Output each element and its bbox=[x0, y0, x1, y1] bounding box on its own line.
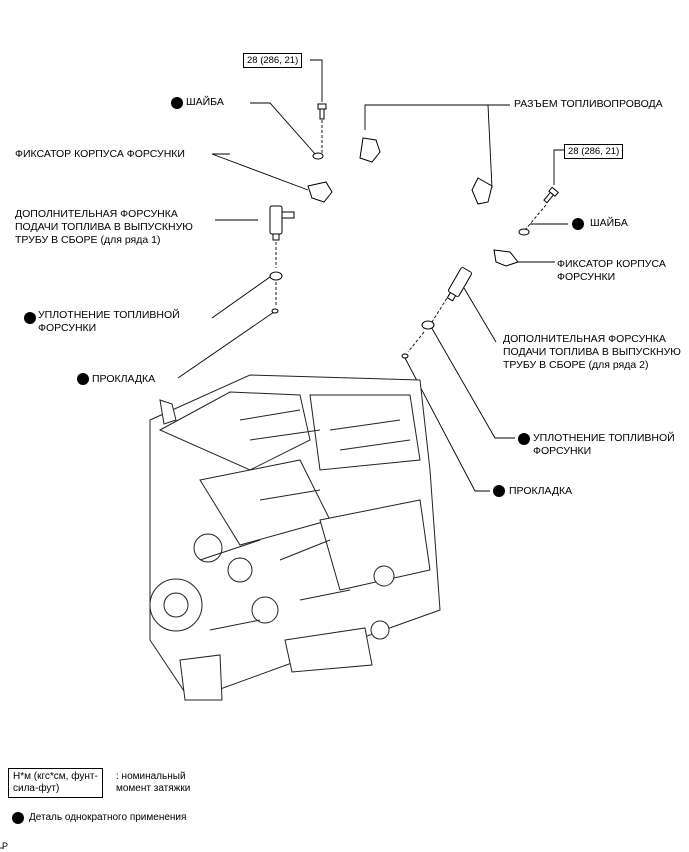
washer-left-icon bbox=[312, 152, 324, 160]
washer-right-icon bbox=[518, 228, 530, 236]
non-reusable-marker-gasket-left bbox=[77, 373, 89, 385]
leader-washer-left bbox=[250, 102, 317, 156]
seal-left-icon bbox=[269, 271, 283, 281]
bolt-right-icon bbox=[543, 186, 559, 204]
clamp-right-icon bbox=[493, 249, 519, 267]
clamp-left-icon bbox=[307, 181, 333, 203]
legend-non-reusable: Деталь однократного применения bbox=[29, 812, 187, 823]
label-gasket-left: ПРОКЛАДКА bbox=[92, 373, 156, 385]
fuel-connector-right-icon bbox=[471, 177, 493, 205]
label-injector-clamp-left: ФИКСАТОР КОРПУСА ФОРСУНКИ bbox=[15, 148, 185, 160]
injector-bank2-icon bbox=[446, 267, 472, 302]
gasket-left-icon bbox=[271, 308, 279, 314]
label-washer-left: ШАЙБА bbox=[186, 96, 224, 108]
non-reusable-marker-washer-right bbox=[572, 218, 584, 230]
torque-leader-right bbox=[553, 149, 566, 185]
leader-seal-right bbox=[429, 324, 515, 439]
non-reusable-marker-seal-right bbox=[518, 433, 530, 445]
label-washer-right: ШАЙБА bbox=[590, 217, 628, 229]
label-injector-seal-left: УПЛОТНЕНИЕ ТОПЛИВНОЙ ФОРСУНКИ bbox=[38, 309, 180, 334]
gasket-right-icon bbox=[401, 353, 409, 359]
corner-mark: P bbox=[2, 841, 9, 851]
non-reusable-marker-washer-left bbox=[171, 97, 183, 109]
label-fuel-connector: РАЗЪЕМ ТОПЛИВОПРОВОДА bbox=[514, 98, 663, 110]
label-gasket-right: ПРОКЛАДКА bbox=[509, 485, 573, 497]
leader-connector bbox=[364, 104, 510, 189]
label-injector-bank1: ДОПОЛНИТЕЛЬНАЯ ФОРСУНКА ПОДАЧИ ТОПЛИВА В… bbox=[15, 208, 193, 246]
bank2-centerline-upper bbox=[524, 204, 547, 231]
leader-gasket-right bbox=[404, 357, 490, 492]
legend-non-reusable-marker bbox=[12, 812, 24, 824]
fuel-connector-left-icon bbox=[359, 137, 381, 163]
label-injector-bank2: ДОПОЛНИТЕЛЬНАЯ ФОРСУНКА ПОДАЧИ ТОПЛИВА В… bbox=[503, 333, 681, 371]
label-injector-seal-right: УПЛОТНЕНИЕ ТОПЛИВНОЙ ФОРСУНКИ bbox=[533, 432, 675, 457]
torque-spec-left: 28 (286, 21) bbox=[243, 53, 303, 68]
bolt-left-icon bbox=[317, 103, 327, 120]
torque-spec-right: 28 (286, 21) bbox=[564, 144, 624, 159]
non-reusable-marker-gasket-right bbox=[493, 485, 505, 497]
leader-clamp-left bbox=[211, 153, 309, 191]
legend-torque-unit: Н*м (кгс*см, фунт- сила-фут) bbox=[8, 768, 103, 798]
leader-seal-left bbox=[211, 276, 271, 319]
leader-gasket-left bbox=[177, 311, 275, 379]
seal-right-icon bbox=[421, 320, 435, 330]
label-injector-clamp-right: ФИКСАТОР КОРПУСА ФОРСУНКИ bbox=[557, 258, 666, 283]
torque-leader-left bbox=[310, 59, 323, 102]
leader-injector-right bbox=[463, 287, 497, 343]
legend-torque-desc: : номинальный момент затяжки bbox=[116, 771, 191, 794]
injector-bank1-icon bbox=[269, 205, 295, 241]
non-reusable-marker-seal-left bbox=[24, 312, 36, 324]
engine-assembly-icon bbox=[149, 374, 441, 701]
